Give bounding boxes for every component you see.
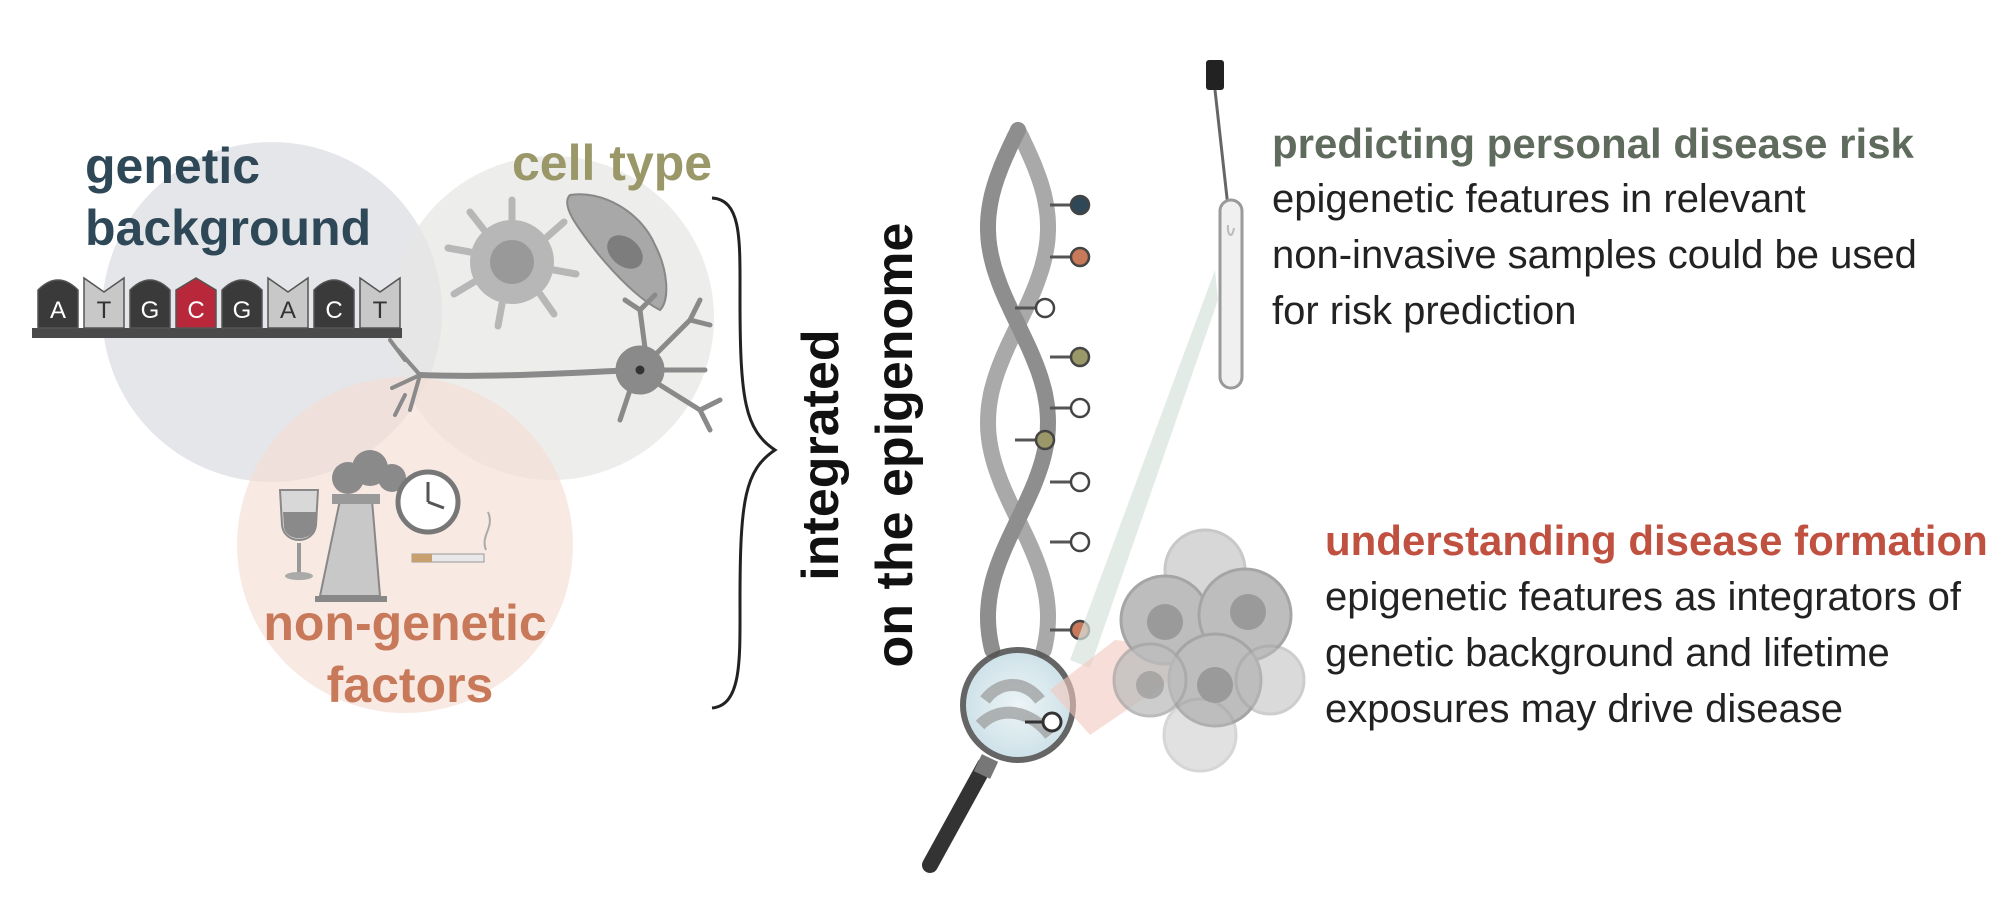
risk-title: predicting personal disease risk <box>1272 120 1915 167</box>
dna-double-helix <box>979 122 1091 658</box>
methylation-mark-7 <box>1050 531 1091 553</box>
curly-brace <box>711 196 778 710</box>
dendritic-cell-icon <box>444 196 580 330</box>
dna-base-2: G <box>129 279 171 329</box>
non-genetic-label-line2: factors <box>327 657 494 713</box>
dna-base-letter-4: G <box>233 297 252 324</box>
dna-base-3: C <box>175 277 217 329</box>
dna-base-4: G <box>221 279 263 329</box>
methylation-mark-4 <box>1050 397 1091 419</box>
non-genetic-factors-circle <box>237 377 573 713</box>
integrated-label: integrated <box>792 329 850 580</box>
epigenome-label-group: on the epigenome <box>866 223 924 668</box>
risk-description-line-2: for risk prediction <box>1272 289 1577 333</box>
formation-description-line-1: genetic background and lifetime <box>1325 631 1890 675</box>
cigarette-icon <box>411 511 491 563</box>
epigenome-label: on the epigenome <box>866 223 924 668</box>
dna-strand-front <box>980 122 1057 658</box>
factory-smoke-icon <box>315 450 406 602</box>
tumor-cell-cluster-icon <box>1112 528 1306 773</box>
dna-base-letter-7: T <box>373 297 388 324</box>
dna-base-letter-3: C <box>187 297 204 324</box>
genetic-label-line1: genetic <box>85 138 260 194</box>
dna-base-letter-5: A <box>280 297 296 324</box>
dna-backbone <box>32 328 402 338</box>
dna-base-letter-1: T <box>97 297 112 324</box>
dna-base-letter-6: C <box>325 297 342 324</box>
dna-base-letter-2: G <box>141 297 160 324</box>
fibroblast-cell-icon <box>566 193 668 312</box>
test-tube-icon <box>1206 60 1244 390</box>
dna-base-6: C <box>313 279 355 329</box>
formation-description-line-2: exposures may drive disease <box>1325 687 1843 731</box>
clock-icon <box>395 469 461 535</box>
dna-base-5: A <box>267 276 309 329</box>
genetic-label-line2: background <box>85 200 371 256</box>
methylation-mark-6 <box>1050 471 1091 493</box>
methylation-mark-2 <box>1015 297 1056 319</box>
methylation-mark-5 <box>1015 429 1056 451</box>
cell-type-label: cell type <box>512 135 712 191</box>
non-genetic-label-line1: non-genetic <box>263 595 546 651</box>
methylation-mark-1 <box>1050 246 1091 268</box>
risk-description: epigenetic features in relevant non-invas… <box>1272 177 1917 333</box>
risk-description-line-1: non-invasive samples could be used <box>1272 233 1917 277</box>
methylation-mark-3 <box>1050 346 1091 368</box>
dna-base-0: A <box>37 279 79 329</box>
neuron-icon <box>388 292 723 433</box>
dna-base-letter-0: A <box>50 297 66 324</box>
magnifier-icon <box>922 647 1076 873</box>
formation-description-line-0: epigenetic features as integrators of <box>1325 575 1962 619</box>
formation-description: epigenetic features as integrators of gen… <box>1325 575 1962 731</box>
risk-description-line-0: epigenetic features in relevant <box>1272 177 1806 221</box>
dna-base-7: T <box>359 276 401 329</box>
sampling-beam <box>1070 270 1218 668</box>
integration-label-group: integrated <box>792 329 850 580</box>
methylation-mark-0 <box>1050 194 1091 216</box>
wine-glass-icon <box>278 489 320 580</box>
dna-strand-back <box>979 122 1056 658</box>
formation-title: understanding disease formation <box>1325 517 1988 564</box>
dna-base-1: T <box>83 276 125 329</box>
